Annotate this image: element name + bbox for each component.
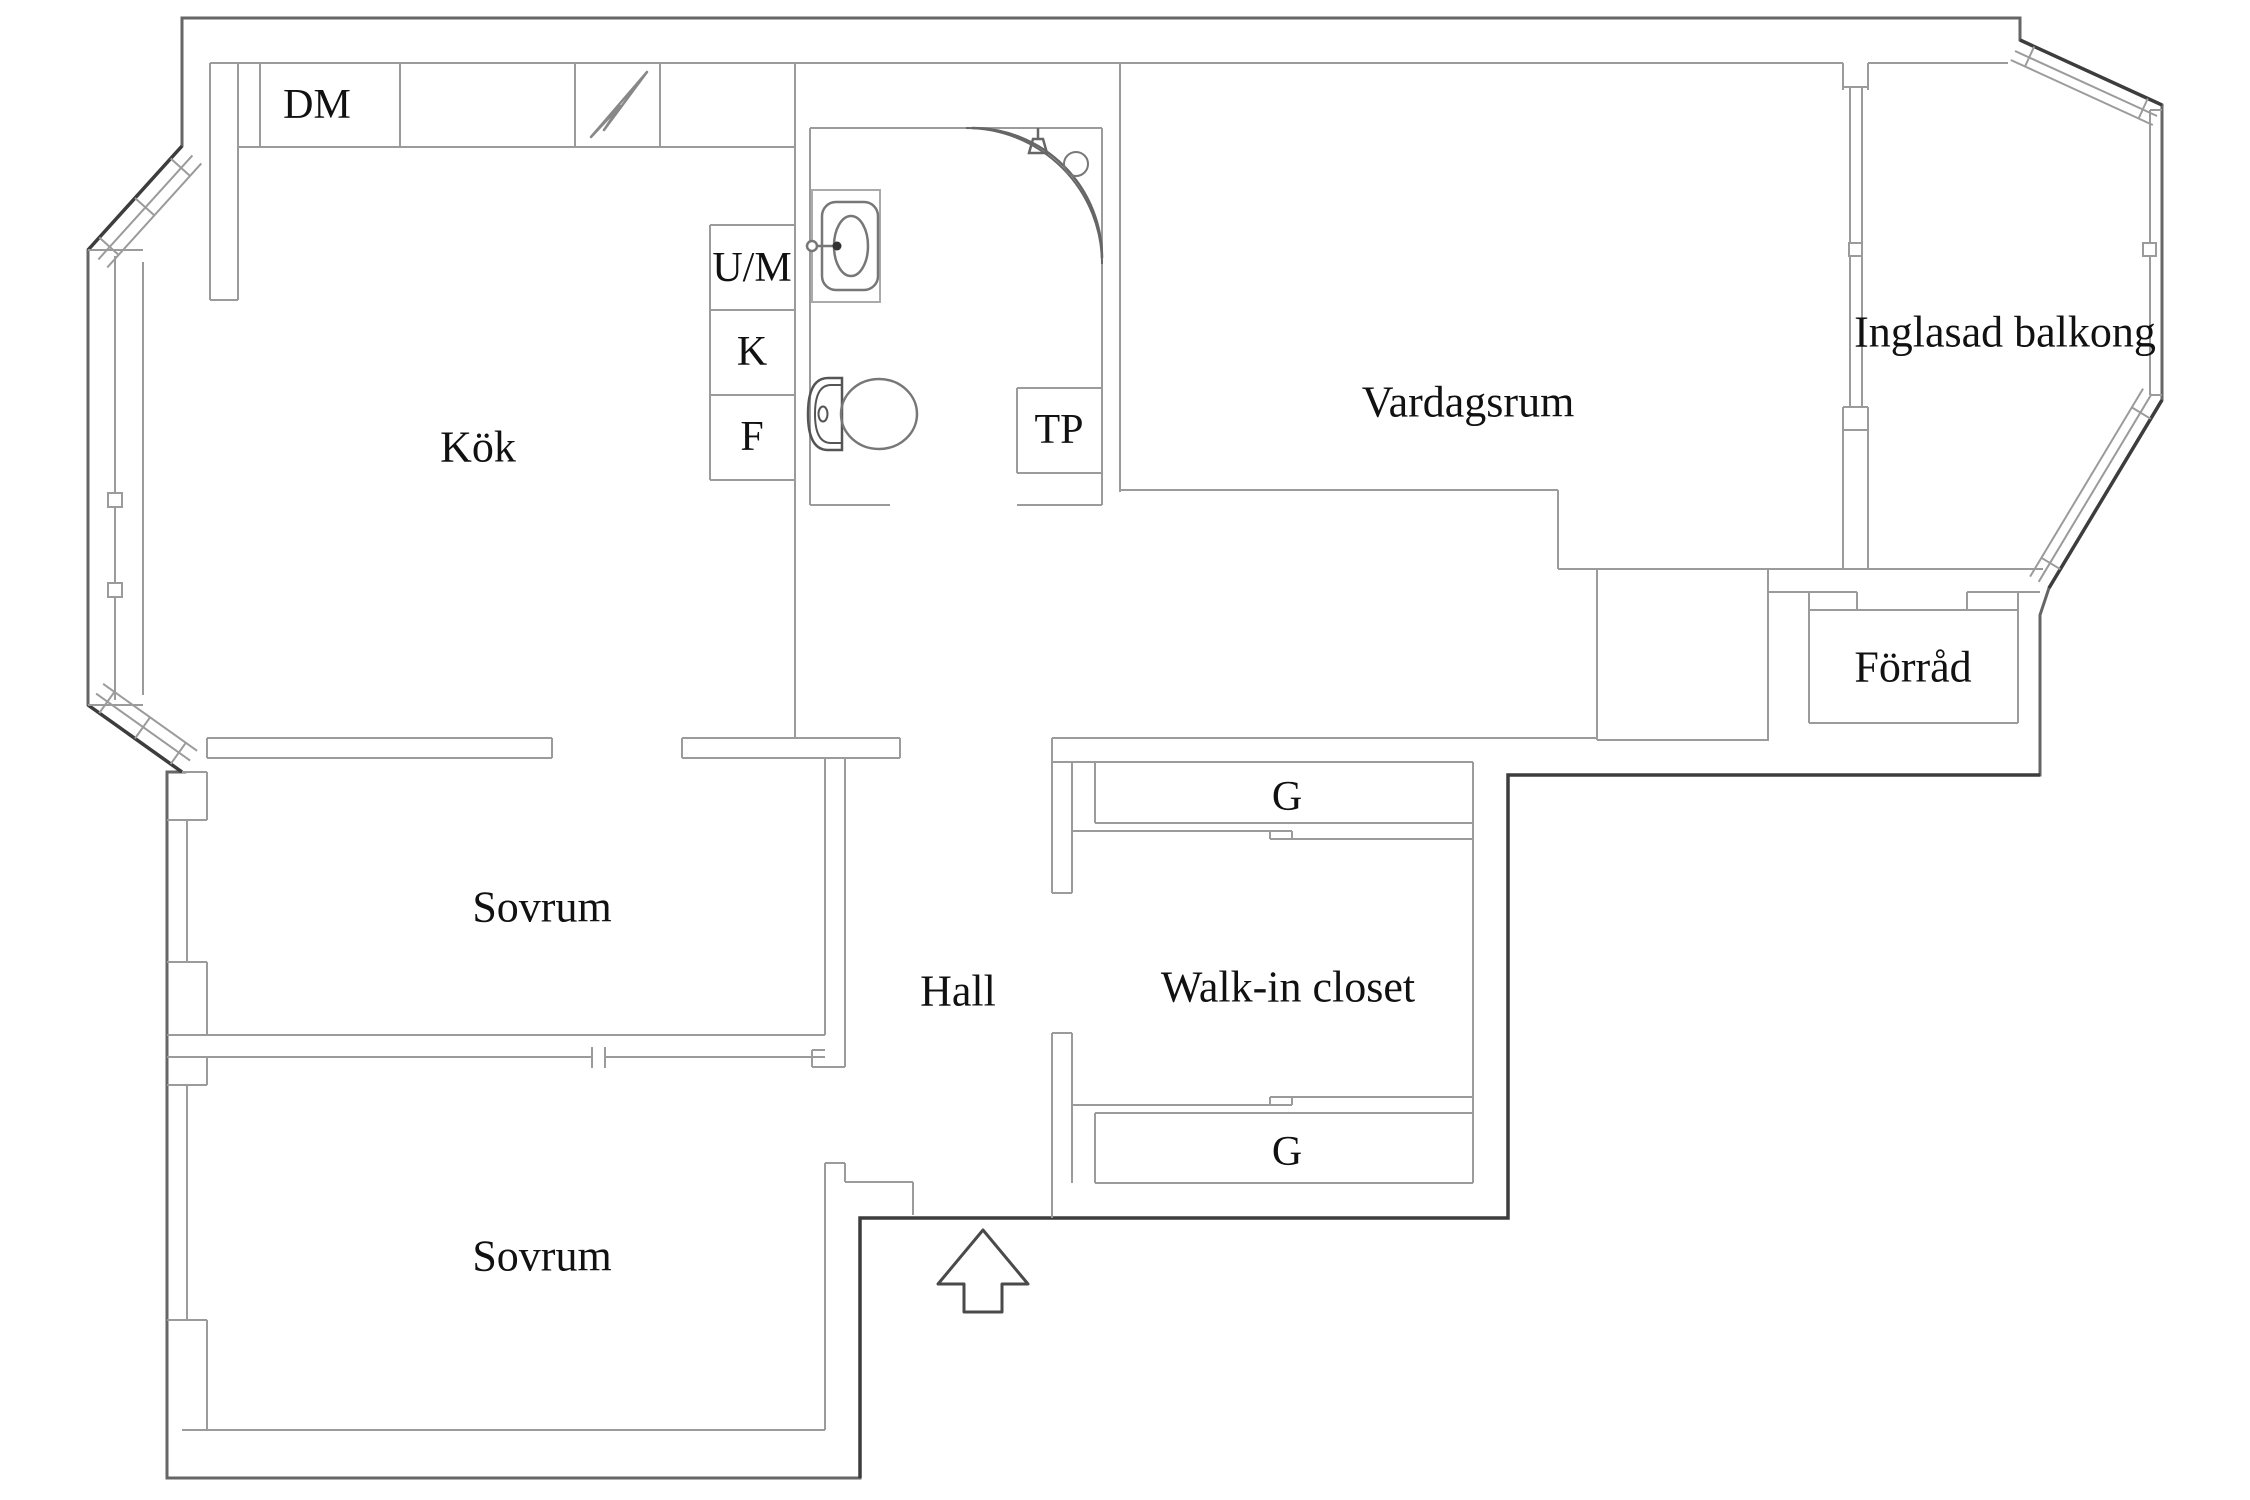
window-handle-icon xyxy=(107,582,123,598)
bedroom1-east-wall xyxy=(811,758,846,1068)
label-dm: DM xyxy=(283,82,351,128)
bedroom2-window xyxy=(167,1084,207,1321)
toilet-icon xyxy=(806,376,919,452)
kitchen-west-wall xyxy=(209,63,239,301)
label-k: K xyxy=(736,329,768,375)
label-f: F xyxy=(740,414,764,460)
vardagsrum-south-wall xyxy=(1120,489,2043,593)
window-handle-icon xyxy=(107,492,123,508)
bay-window-bottom-diagonal xyxy=(95,682,198,765)
label-g-top: G xyxy=(1271,774,1303,820)
wardrobe-bottom xyxy=(1072,1096,1473,1184)
forrad-walls xyxy=(1808,592,2019,724)
bathroom-walls xyxy=(809,127,1103,506)
stove-lightning-icon xyxy=(589,70,649,139)
room-label-hall: Hall xyxy=(920,966,996,1016)
label-um: U/M xyxy=(712,245,792,291)
label-g-bottom: G xyxy=(1271,1129,1303,1175)
room-label-kok: Kök xyxy=(440,422,516,472)
room-label-walk-in-closet: Walk-in closet xyxy=(1160,962,1416,1012)
room-label-forrad: Förråd xyxy=(1854,642,1972,692)
closet-west-wall xyxy=(1051,738,1073,1218)
bay-window-vertical xyxy=(88,249,144,706)
shower-corner-icon xyxy=(965,126,1104,265)
room-label-sovrum-1: Sovrum xyxy=(472,882,612,932)
tp-cabinet xyxy=(1016,387,1102,474)
balcony-glazing-top xyxy=(2010,46,2158,126)
balcony-glazing-bottom xyxy=(2029,388,2153,583)
wardrobe-top xyxy=(1072,762,1473,840)
bay-window-top-diagonal xyxy=(97,154,203,269)
room-label-sovrum-2: Sovrum xyxy=(472,1231,612,1281)
entrance-arrow-icon xyxy=(936,1228,1030,1314)
label-tp: TP xyxy=(1034,407,1084,453)
left-inner-wall xyxy=(182,771,208,1430)
bedroom1-window xyxy=(167,819,207,963)
bedroom2-east-wall xyxy=(824,1162,914,1430)
window-handle-icon xyxy=(1848,242,1863,257)
bedroom1-top-wall xyxy=(206,737,901,759)
kitchen-counter xyxy=(237,63,795,148)
window-handle-icons xyxy=(107,242,2157,598)
closet-north-wall xyxy=(1052,737,1597,763)
shaft xyxy=(1596,569,1769,741)
bedrooms-divider-wall xyxy=(167,1034,825,1068)
kitchen-cabinets xyxy=(709,224,795,481)
sink-icon xyxy=(805,189,881,303)
room-label-inglasad-balkong: Inglasad balkong xyxy=(1854,307,2156,357)
window-handle-icon xyxy=(2142,242,2157,257)
room-label-vardagsrum: Vardagsrum xyxy=(1361,377,1575,427)
